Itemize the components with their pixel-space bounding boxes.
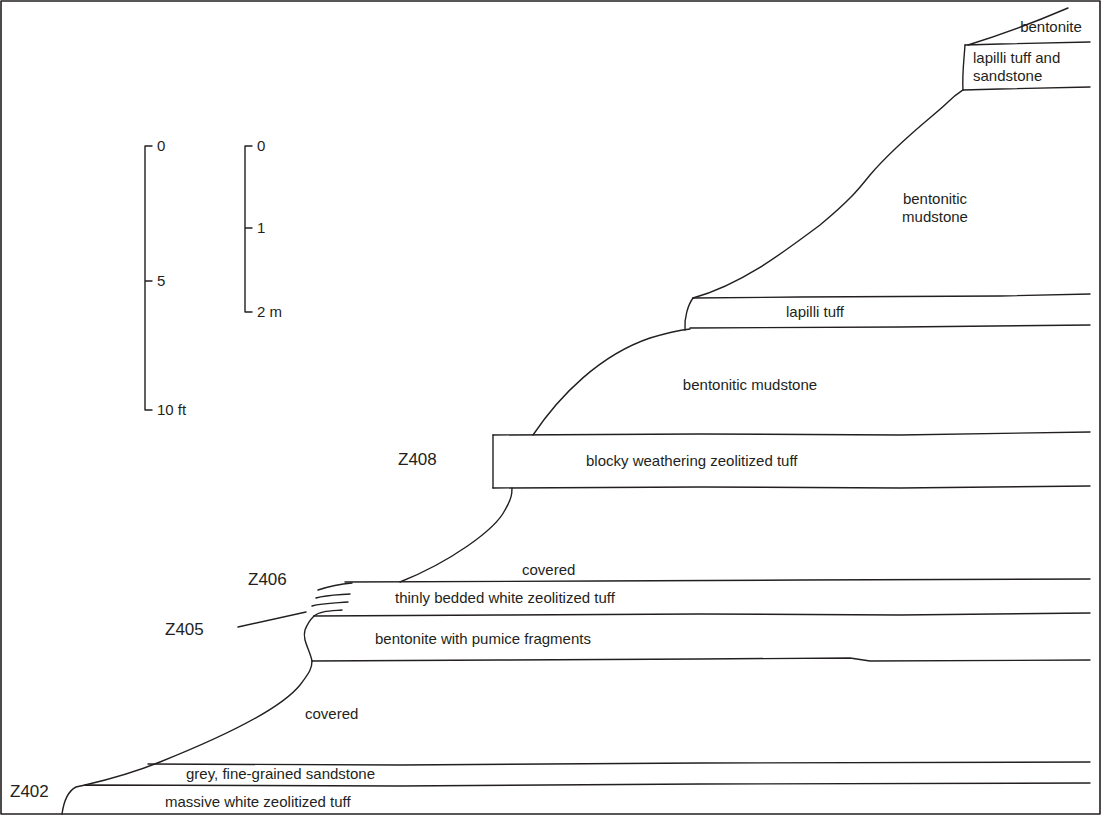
scale-value: 0 xyxy=(157,137,165,155)
sample-number: Z406 xyxy=(248,570,287,590)
layer-label: bentonitic mudstone xyxy=(683,376,817,394)
sample-number: Z405 xyxy=(165,620,204,640)
sample-number: Z402 xyxy=(10,782,49,802)
layer-label: massive white zeolitized tuff xyxy=(165,793,351,811)
scale-value: 0 xyxy=(257,137,265,155)
layer-label: covered xyxy=(305,705,358,723)
layer-label: bentonite with pumice fragments xyxy=(375,630,591,648)
scale-value: 1 xyxy=(257,219,265,237)
sample-number: Z408 xyxy=(398,450,437,470)
layer-label: blocky weathering zeolitized tuff xyxy=(586,452,798,470)
layer-label: bentonite xyxy=(1020,18,1082,36)
layer-label: lapilli tuff xyxy=(786,303,844,321)
layer-label: thinly bedded white zeolitized tuff xyxy=(395,589,615,607)
layer-label: covered xyxy=(522,561,575,579)
scale-value: 2 m xyxy=(257,303,282,321)
layer-label: bentonitic mudstone xyxy=(888,190,983,226)
layer-label: grey, fine-grained sandstone xyxy=(186,765,375,783)
scale-value: 5 xyxy=(157,272,165,290)
scale-value: 10 ft xyxy=(157,401,186,419)
layer-label: lapilli tuff and sandstone xyxy=(973,49,1091,85)
